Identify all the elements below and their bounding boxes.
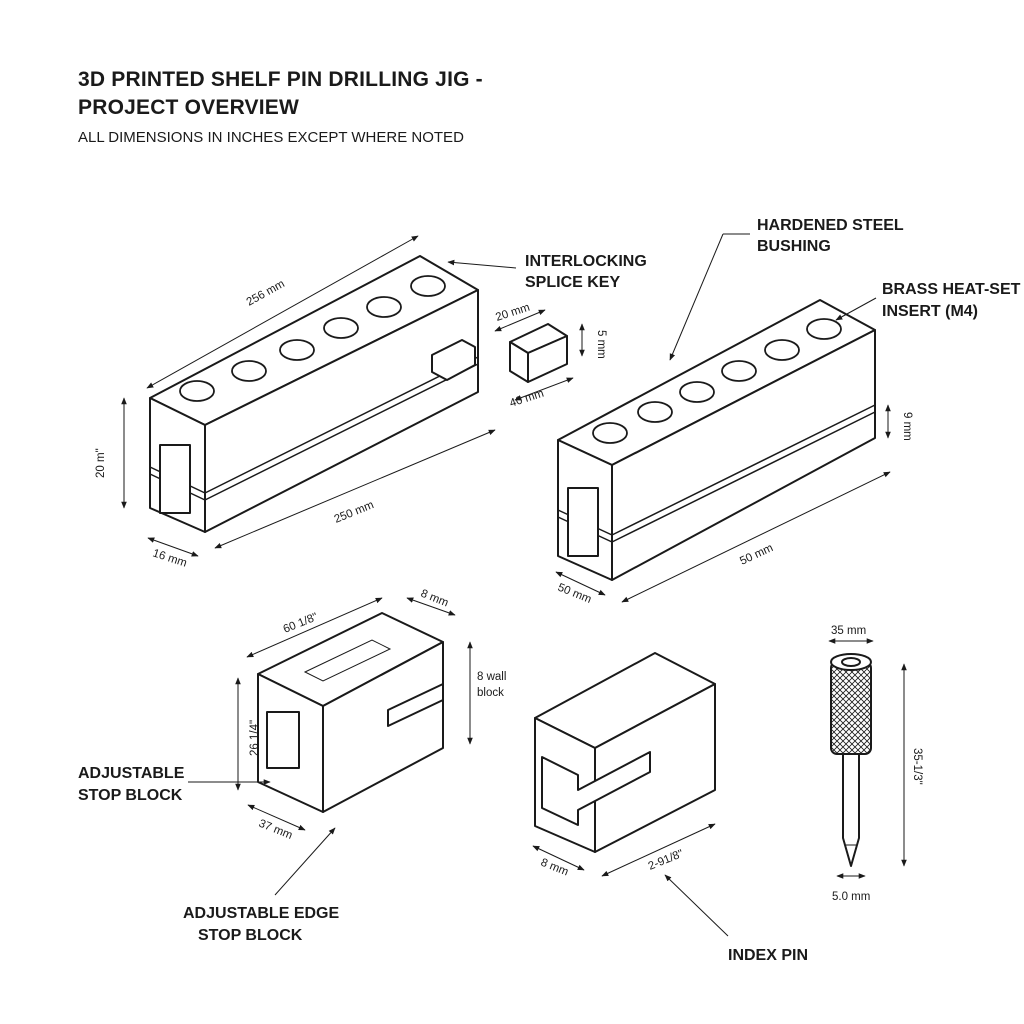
edge-length-dim: 2-91/8" bbox=[647, 848, 686, 873]
page-subtitle: ALL DIMENSIONS IN INCHES EXCEPT WHERE NO… bbox=[78, 129, 464, 146]
callout-splice-key-line1: INTERLOCKING bbox=[525, 253, 647, 270]
stop-wall-dim-1: 8 wall bbox=[477, 671, 506, 683]
right-jig-height-dim: 9 mm bbox=[901, 412, 913, 441]
callout-insert-line1: BRASS HEAT-SET bbox=[882, 281, 1021, 298]
callout-bushing-line1: HARDENED STEEL bbox=[757, 217, 904, 234]
left-jig-top-dim: 256 mm bbox=[245, 278, 287, 309]
callout-bushing: HARDENED STEEL BUSHING bbox=[669, 217, 904, 361]
pin-top-dim: 35 mm bbox=[831, 625, 866, 637]
right-drilling-jig: 9 mm 50 mm 50 mm bbox=[555, 299, 913, 606]
stop-height-dim: 26 1/4" bbox=[249, 720, 261, 756]
stop-block-side-slot bbox=[387, 683, 444, 727]
callout-index-pin: INDEX PIN bbox=[664, 874, 808, 964]
edge-stop-block: 8 mm 2-91/8" bbox=[532, 652, 716, 879]
callout-stop-block: ADJUSTABLE STOP BLOCK bbox=[78, 765, 271, 804]
stop-block-side bbox=[322, 641, 444, 813]
page-title: 3D PRINTED SHELF PIN DRILLING JIG - PROJE… bbox=[78, 66, 483, 122]
left-jig-end-slot bbox=[159, 444, 191, 514]
callout-bushing-line2: BUSHING bbox=[757, 238, 831, 255]
callout-edge-stop-line2: STOP BLOCK bbox=[198, 927, 303, 944]
right-jig-length-dim: 50 mm bbox=[738, 542, 775, 568]
edge-stop-notch bbox=[541, 751, 651, 826]
stop-depth-dim: 8 mm bbox=[419, 588, 450, 610]
adjustable-stop-block: 60 1/8" 8 mm 8 wall block 26 1/4" 37 mm bbox=[235, 588, 506, 842]
left-jig-length-dim: 250 mm bbox=[333, 499, 376, 526]
callout-edge-stop: ADJUSTABLE EDGE STOP BLOCK bbox=[183, 827, 339, 944]
stop-block-window bbox=[266, 711, 300, 769]
stop-wall-dim-2: block bbox=[477, 687, 504, 699]
title-line-2: PROJECT OVERVIEW bbox=[78, 96, 300, 119]
splice-key: 20 mm 5 mm 40 mm bbox=[494, 302, 607, 410]
index-pin-knurled-handle bbox=[830, 661, 872, 755]
pin-length-dim: 35-1/3" bbox=[911, 748, 923, 785]
stop-top-dim: 60 1/8" bbox=[282, 611, 320, 636]
edge-width-dim: 8 mm bbox=[539, 857, 570, 879]
callout-insert-line2: INSERT (M4) bbox=[882, 303, 978, 320]
stop-width-dim: 37 mm bbox=[257, 818, 294, 842]
key-height-dim: 5 mm bbox=[595, 330, 607, 359]
callout-index-pin-text: INDEX PIN bbox=[728, 947, 808, 964]
index-pin-shaft bbox=[842, 753, 860, 867]
pin-tip-dim: 5.0 mm bbox=[832, 891, 870, 903]
callout-edge-stop-line1: ADJUSTABLE EDGE bbox=[183, 905, 339, 922]
right-jig-drill-holes bbox=[592, 318, 842, 444]
callout-splice-key-line2: SPLICE KEY bbox=[525, 274, 620, 291]
left-drilling-jig: 256 mm 20 m" 250 mm 16 mm bbox=[95, 235, 496, 570]
edge-stop-side bbox=[594, 683, 716, 853]
left-jig-height-dim: 20 m" bbox=[95, 448, 107, 478]
key-width-dim: 20 mm bbox=[494, 302, 531, 324]
callout-stop-block-line1: ADJUSTABLE bbox=[78, 765, 185, 782]
right-jig-width-dim: 50 mm bbox=[556, 582, 593, 606]
callout-splice-key: INTERLOCKING SPLICE KEY bbox=[447, 253, 647, 291]
right-jig-end-slot bbox=[567, 487, 599, 557]
title-line-1: 3D PRINTED SHELF PIN DRILLING JIG - bbox=[78, 68, 483, 91]
index-pin: 35 mm 35-1/3" 5.0 mm bbox=[828, 625, 923, 903]
index-pin-cap-hole bbox=[841, 657, 861, 667]
key-length-dim: 40 mm bbox=[508, 388, 545, 410]
callout-stop-block-line2: STOP BLOCK bbox=[78, 787, 183, 804]
left-jig-splice-notch bbox=[431, 339, 476, 381]
callout-insert: BRASS HEAT-SET INSERT (M4) bbox=[835, 281, 1021, 321]
splice-key-side bbox=[527, 335, 568, 383]
